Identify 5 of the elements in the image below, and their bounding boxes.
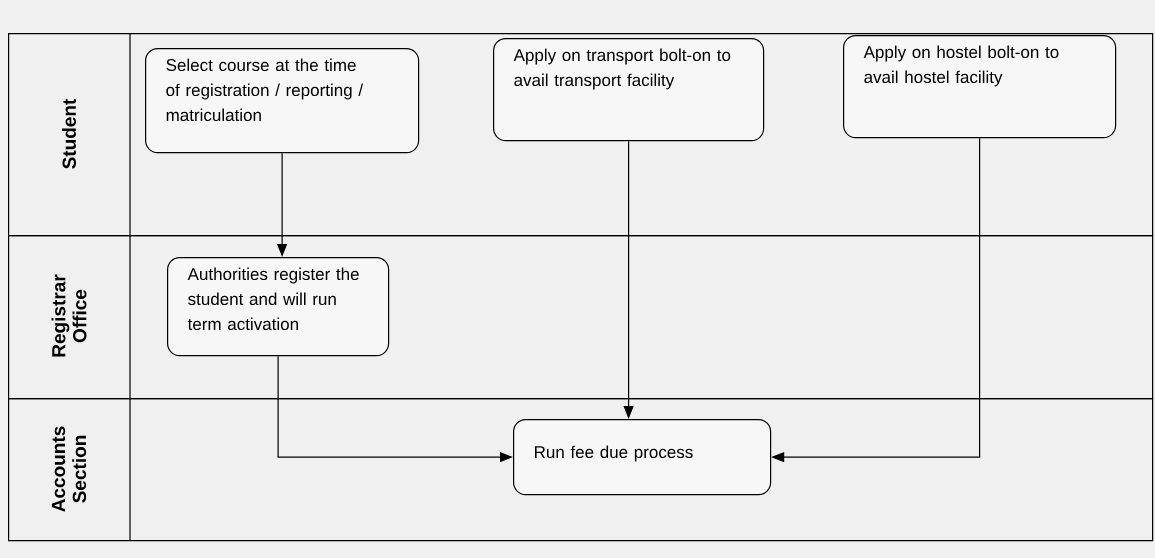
- process-box: Select course at the time of registration / reporting / matriculation: [145, 48, 420, 154]
- process-box: Authorities register the student and will run term activation: [167, 257, 390, 357]
- process-box: Run fee due process: [513, 419, 772, 496]
- process-box: Apply on hostel bolt-on to avail hostel facility: [843, 35, 1117, 139]
- process-box: Apply on transport bolt-on to avail transport facility: [493, 38, 765, 142]
